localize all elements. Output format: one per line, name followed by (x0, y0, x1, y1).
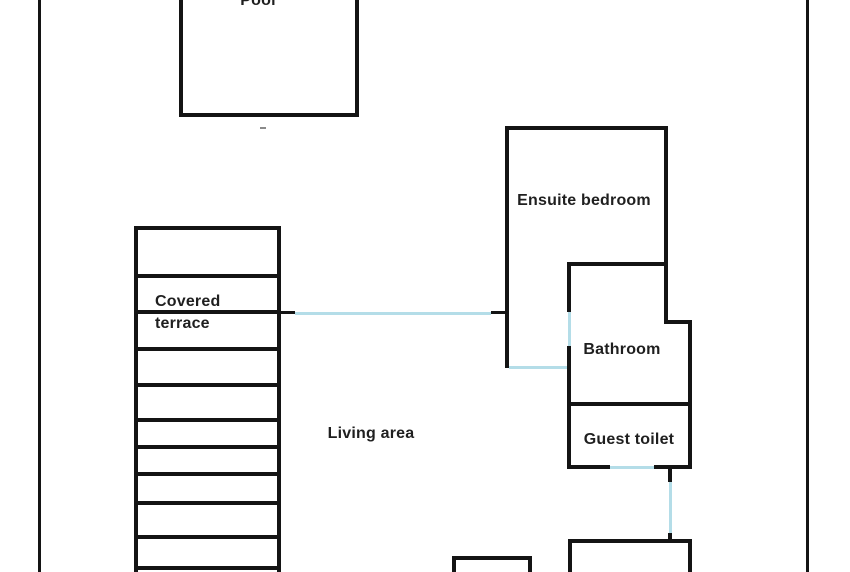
room-bl-wall-top (452, 556, 532, 560)
hall-wall-stub-bottom (668, 533, 672, 542)
terrace-board-line (134, 501, 281, 505)
room-bl-wall-right (528, 556, 532, 572)
pool-wall-left (179, 0, 183, 117)
room-label-bathroom: Bathroom (583, 341, 661, 358)
terrace-board-line (134, 347, 281, 351)
room-label-covered-terrace: Covered terrace (155, 291, 220, 335)
terrace-wall-left (134, 226, 138, 572)
terrace-board-line (134, 418, 281, 422)
plot-border-left (38, 0, 41, 572)
bedroom-wall-right (664, 126, 668, 324)
room-label-pool: Pool (240, 0, 276, 9)
room-label-guest-toilet: Guest toilet (583, 431, 675, 448)
terrace-wall-right (277, 226, 281, 572)
terrace-board-line (134, 226, 281, 230)
guest-toilet-wall-bottom-l (567, 465, 610, 469)
bedroom-wall-left (505, 126, 509, 368)
passage-wall-stub-right (491, 311, 508, 314)
guest-toilet-door (610, 466, 654, 469)
terrace-board-line (134, 472, 281, 476)
terrace-board-line (134, 535, 281, 539)
room-br-wall-top (568, 539, 692, 543)
terrace-board-line (134, 566, 281, 570)
bathroom-wall-left-lower (567, 346, 571, 469)
small-mark (260, 127, 266, 129)
room-label-covered-terrace-line2: terrace (155, 315, 210, 332)
bathroom-wall-step (664, 320, 692, 324)
guest-toilet-wall-bottom-r (654, 465, 692, 469)
hall-opening-vertical (669, 482, 672, 533)
passage-wall-stub-left (281, 311, 295, 314)
room-label-ensuite-bedroom: Ensuite bedroom (517, 192, 651, 209)
bathroom-wall-right (688, 320, 692, 469)
bedroom-entry-opening (509, 366, 569, 369)
bathroom-door-left (568, 312, 571, 346)
room-br-wall-right (688, 539, 692, 572)
guest-toilet-wall-top (567, 402, 692, 406)
room-label-living-area: Living area (327, 425, 415, 442)
hall-wall-stub-top (668, 469, 672, 482)
bathroom-wall-top (567, 262, 668, 266)
pool-wall-right (355, 0, 359, 117)
bathroom-wall-left-upper (567, 262, 571, 312)
terrace-board-line (134, 445, 281, 449)
room-br-wall-left (568, 539, 572, 572)
pool-wall-bottom (179, 113, 359, 117)
bedroom-wall-top (505, 126, 668, 130)
passage-opening (295, 312, 491, 315)
terrace-board-line (134, 274, 281, 278)
room-bl-wall-left (452, 556, 456, 572)
terrace-board-line (134, 383, 281, 387)
room-label-covered-terrace-line1: Covered (155, 293, 221, 310)
plot-border-right (806, 0, 809, 572)
terrace-board-line (134, 310, 281, 314)
